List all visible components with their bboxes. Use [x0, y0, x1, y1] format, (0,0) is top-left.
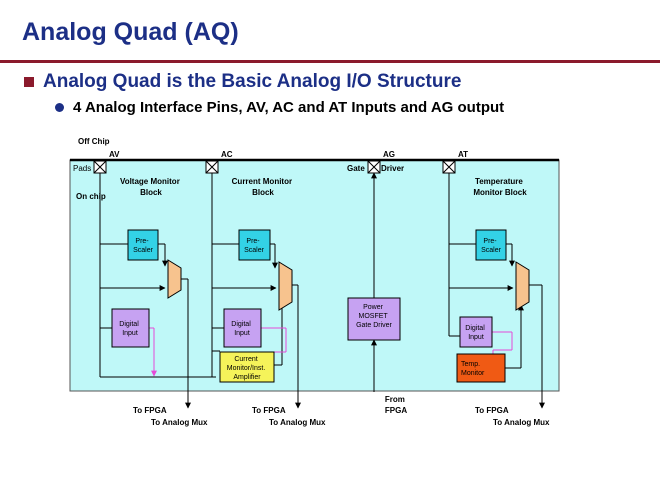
bullet-2-text: 4 Analog Interface Pins, AV, AC and AT I…: [73, 99, 505, 116]
prescaler-av-label: Pre- Scaler: [133, 238, 154, 254]
prescaler-av: [127, 229, 159, 261]
voltage-monitor-title: Voltage Monitor Block: [120, 177, 182, 197]
to-fpga-at: To FPGA: [475, 406, 509, 415]
square-bullet-icon: [24, 77, 34, 87]
gate-label: Gate: [347, 164, 365, 173]
mux-av-icon: [167, 259, 182, 299]
temp-monitor: [456, 353, 506, 383]
temp-monitor-label: Temp. Monitor: [461, 361, 485, 377]
pin-at-label: AT: [458, 150, 468, 159]
prescaler-at-label: Pre- Scaler: [481, 238, 502, 254]
on-chip-label: On chip: [76, 192, 106, 201]
digital-input-ac: [223, 308, 262, 348]
mux-at-icon: [515, 261, 530, 311]
pad-at-icon: [442, 160, 456, 174]
slide-title: Analog Quad (AQ): [22, 18, 239, 46]
bullet-1-text: Analog Quad is the Basic Analog I/O Stru…: [43, 71, 462, 92]
from-fpga-label: From FPGA: [385, 395, 407, 415]
off-chip-label: Off Chip: [78, 137, 110, 146]
temperature-monitor-title: Temperature Monitor Block: [473, 177, 527, 197]
digital-input-ac-label: Digital Input: [231, 321, 252, 337]
prescaler-at: [475, 229, 507, 261]
pad-av-icon: [93, 160, 107, 174]
current-monitor-title: Current Monitor Block: [232, 177, 295, 197]
bullet-1: Analog Quad is the Basic Analog I/O Stru…: [24, 71, 461, 93]
pin-av-label: AV: [109, 150, 120, 159]
digital-input-at-label: Digital Input: [465, 325, 486, 341]
title-divider: [0, 60, 660, 63]
pad-ag-icon: [367, 160, 381, 174]
driver-label: Driver: [381, 164, 404, 173]
pads-label: Pads: [73, 164, 91, 173]
to-analog-mux-ac: To Analog Mux: [269, 418, 326, 427]
digital-input-av: [111, 308, 150, 348]
prescaler-ac-label: Pre- Scaler: [244, 238, 265, 254]
to-fpga-ac: To FPGA: [252, 406, 286, 415]
current-monitor-amplifier: [219, 351, 275, 383]
mux-ac-icon: [278, 261, 293, 311]
pin-ac-label: AC: [221, 150, 233, 159]
power-mosfet-label: Power MOSFET Gate Driver: [356, 304, 392, 329]
pin-ag-label: AG: [383, 150, 395, 159]
to-analog-mux-at: To Analog Mux: [493, 418, 550, 427]
digital-input-at: [459, 316, 493, 348]
digital-input-av-label: Digital Input: [119, 321, 140, 337]
current-monitor-amplifier-label: Current Monitor/Inst. Amplifier: [227, 356, 267, 381]
round-bullet-icon: [55, 103, 64, 112]
pad-ac-icon: [205, 160, 219, 174]
power-mosfet-gate-driver: [347, 297, 401, 341]
wiring: [99, 172, 545, 409]
bullet-2: 4 Analog Interface Pins, AV, AC and AT I…: [55, 99, 504, 116]
to-analog-mux-av: To Analog Mux: [151, 418, 208, 427]
prescaler-ac: [238, 229, 271, 261]
to-fpga-av: To FPGA: [133, 406, 167, 415]
